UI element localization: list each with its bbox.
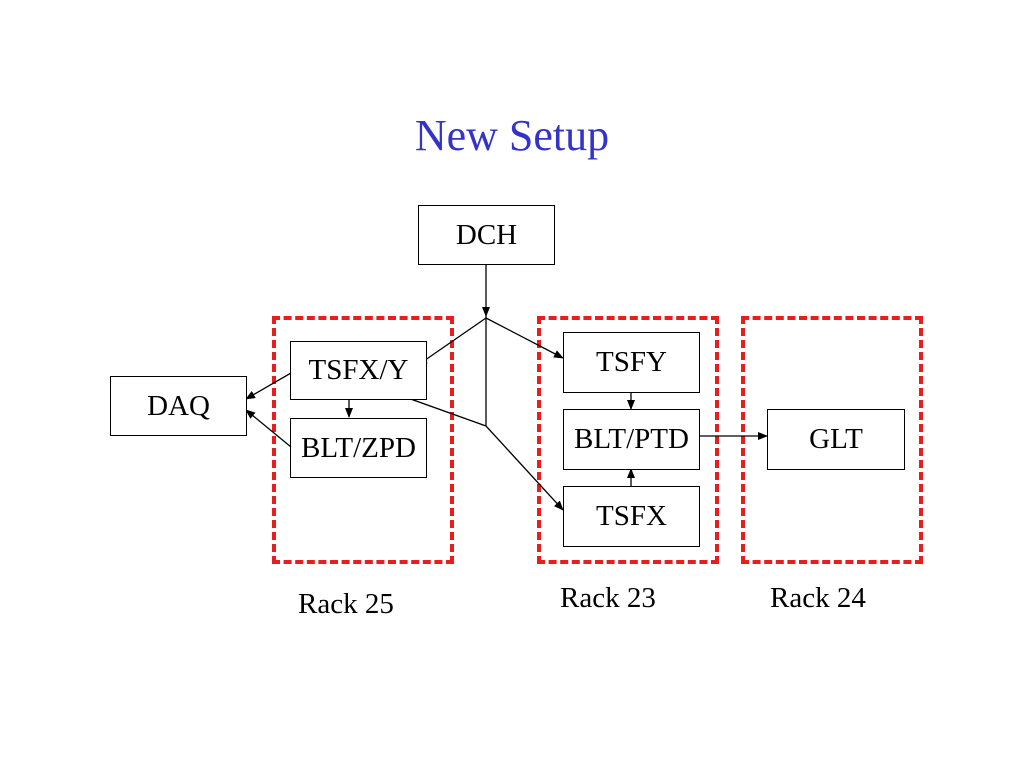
box-daq: DAQ [110,376,247,436]
rack-23-label: Rack 23 [560,582,656,614]
rack-25-frame [272,316,454,564]
rack-24-label: Rack 24 [770,582,866,614]
box-blt-ptd: BLT/PTD [563,409,700,470]
rack-24-frame [741,316,923,564]
rack-23-frame [537,316,719,564]
arrow-to-tsfxy [417,317,487,366]
box-dch: DCH [418,205,555,265]
arrow-to-tsfy [485,317,564,359]
box-tsfx: TSFX [563,486,700,547]
box-tsfx-y: TSFX/Y [290,341,427,400]
box-blt-zpd: BLT/ZPD [290,418,427,478]
arrow-to-tsfx [485,425,564,511]
box-tsfy: TSFY [563,332,700,393]
box-glt: GLT [767,409,905,470]
slide-title: New Setup [414,111,610,160]
arrow-bltzpd-to-daq [245,409,292,448]
rack-25-label: Rack 25 [298,588,394,620]
arrow-tsfxy-to-daq [245,372,292,400]
